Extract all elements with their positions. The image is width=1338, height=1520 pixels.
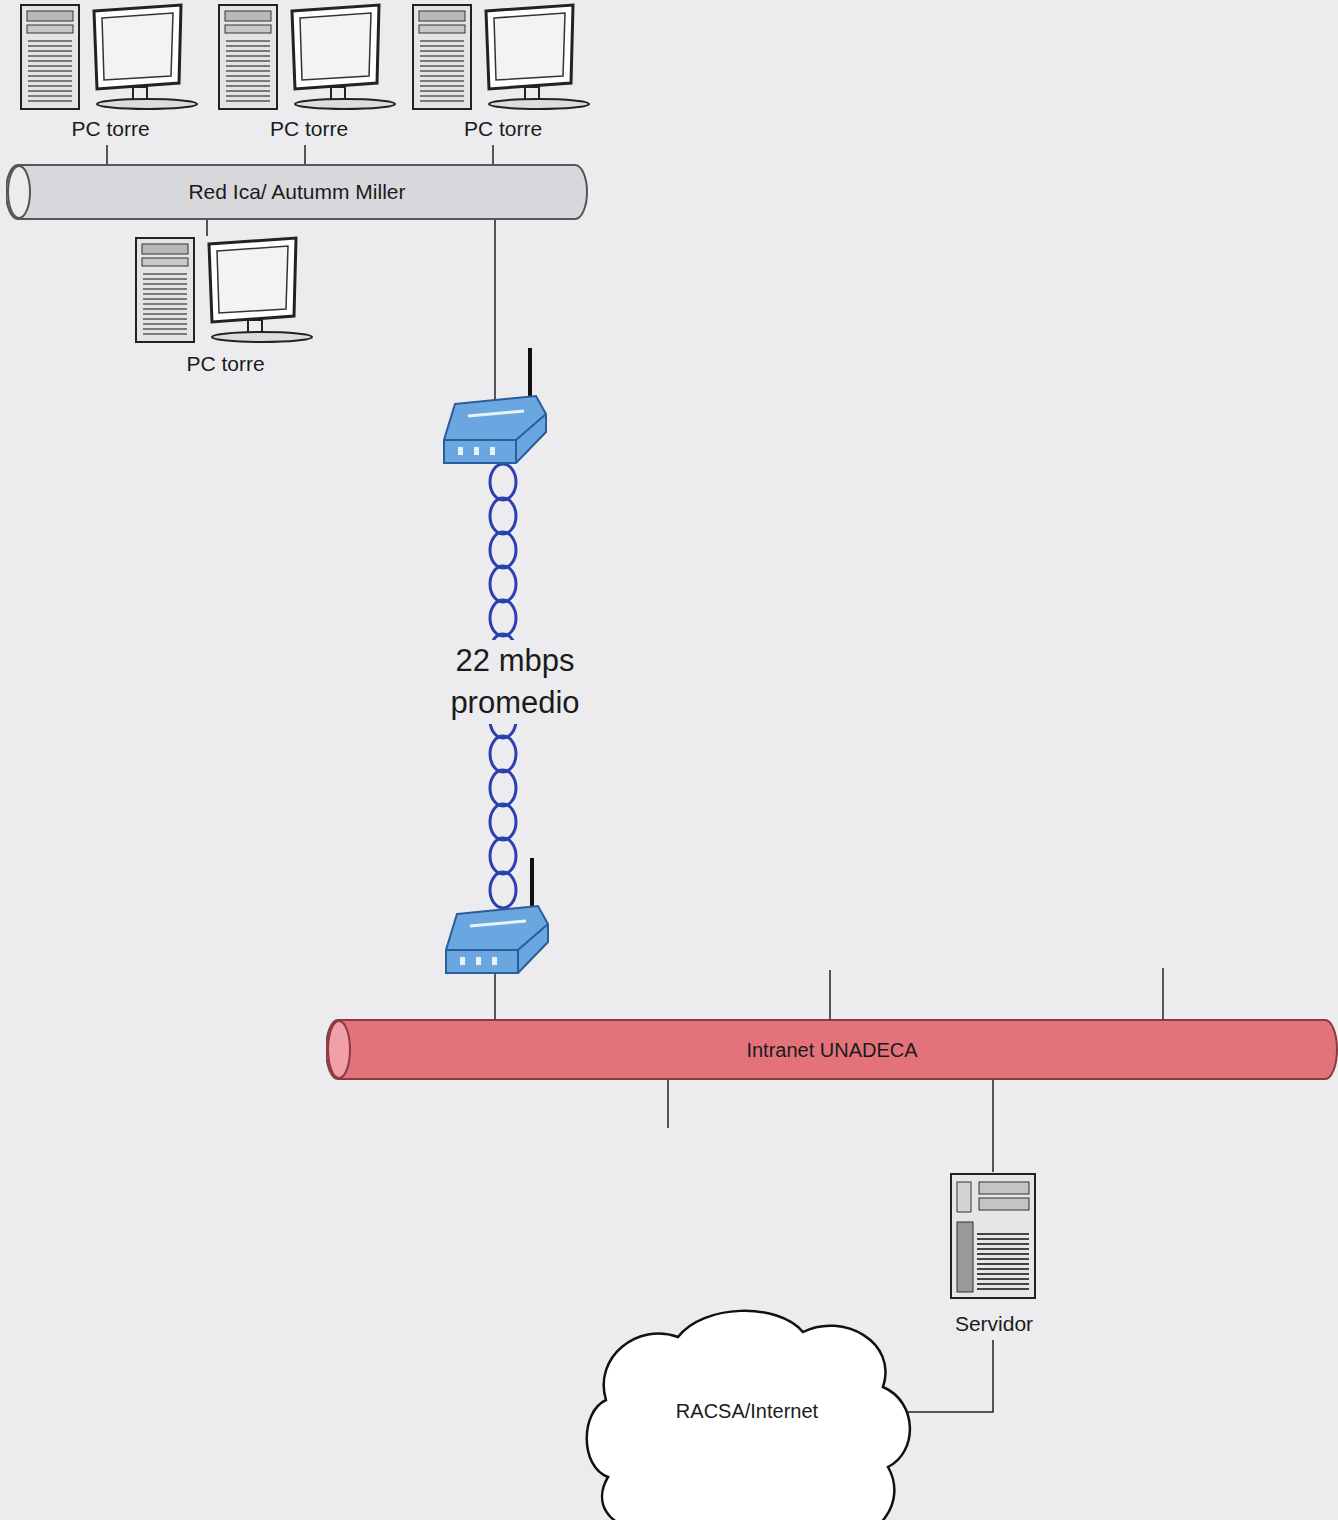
pc-node: PC torre	[218, 3, 400, 145]
antenna	[530, 858, 534, 910]
access-point	[444, 348, 546, 463]
access-point-slot	[468, 411, 524, 416]
access-point-body	[446, 906, 548, 973]
network-link	[304, 145, 306, 164]
network-link	[908, 1340, 993, 1412]
pc-icon	[217, 3, 397, 111]
access-point-led	[460, 957, 465, 965]
access-point-body	[444, 396, 546, 463]
internet-cloud: RACSA/Internet	[578, 1302, 916, 1520]
network-link	[106, 145, 108, 164]
pc-node: PC torre	[414, 3, 592, 145]
access-point-led	[490, 447, 495, 455]
wave-ring	[490, 872, 516, 908]
node-label: Red Ica/ Autumm Miller	[188, 180, 405, 204]
access-point-edge	[444, 414, 546, 463]
node-label: PC torre	[270, 117, 348, 145]
server-icon	[949, 1172, 1039, 1302]
pc-icon	[19, 3, 199, 111]
access-point-led	[474, 447, 479, 455]
pc-node: PC torre	[133, 236, 318, 380]
network-link	[494, 220, 496, 1019]
pc-icon	[411, 3, 591, 111]
network-band: Red Ica/ Autumm Miller	[6, 164, 588, 220]
pc-node: PC torre	[18, 3, 203, 145]
antenna	[528, 348, 532, 400]
wave-ring	[490, 532, 516, 568]
network-link	[206, 220, 208, 236]
access-point-led	[458, 447, 463, 455]
intranet-band: Intranet UNADECA	[326, 1019, 1338, 1080]
wave-ring	[490, 770, 516, 806]
pc-icon	[134, 236, 314, 344]
wave-ring	[490, 498, 516, 534]
access-point-led	[476, 957, 481, 965]
access-point-led	[492, 957, 497, 965]
wave-ring	[490, 804, 516, 840]
network-link	[992, 1080, 994, 1172]
wave-ring	[490, 600, 516, 636]
wave-ring	[490, 838, 516, 874]
access-point-slot	[470, 921, 526, 926]
wave-ring	[490, 464, 516, 500]
wave-ring	[490, 566, 516, 602]
bus-stub	[829, 970, 831, 1019]
server-node: Servidor	[935, 1172, 1053, 1340]
access-point	[446, 858, 548, 973]
access-point-edge	[446, 924, 548, 973]
wave-ring	[490, 736, 516, 772]
node-label: PC torre	[186, 352, 264, 380]
network-link	[492, 145, 494, 164]
node-label: RACSA/Internet	[676, 1399, 818, 1423]
bus-stub	[667, 1080, 669, 1128]
link-speed-label: 22 mbps promedio	[437, 640, 593, 724]
node-label: Servidor	[955, 1312, 1033, 1340]
node-label: PC torre	[464, 117, 542, 145]
node-label: Intranet UNADECA	[746, 1038, 917, 1062]
bus-stub	[1162, 968, 1164, 1019]
node-label: PC torre	[71, 117, 149, 145]
